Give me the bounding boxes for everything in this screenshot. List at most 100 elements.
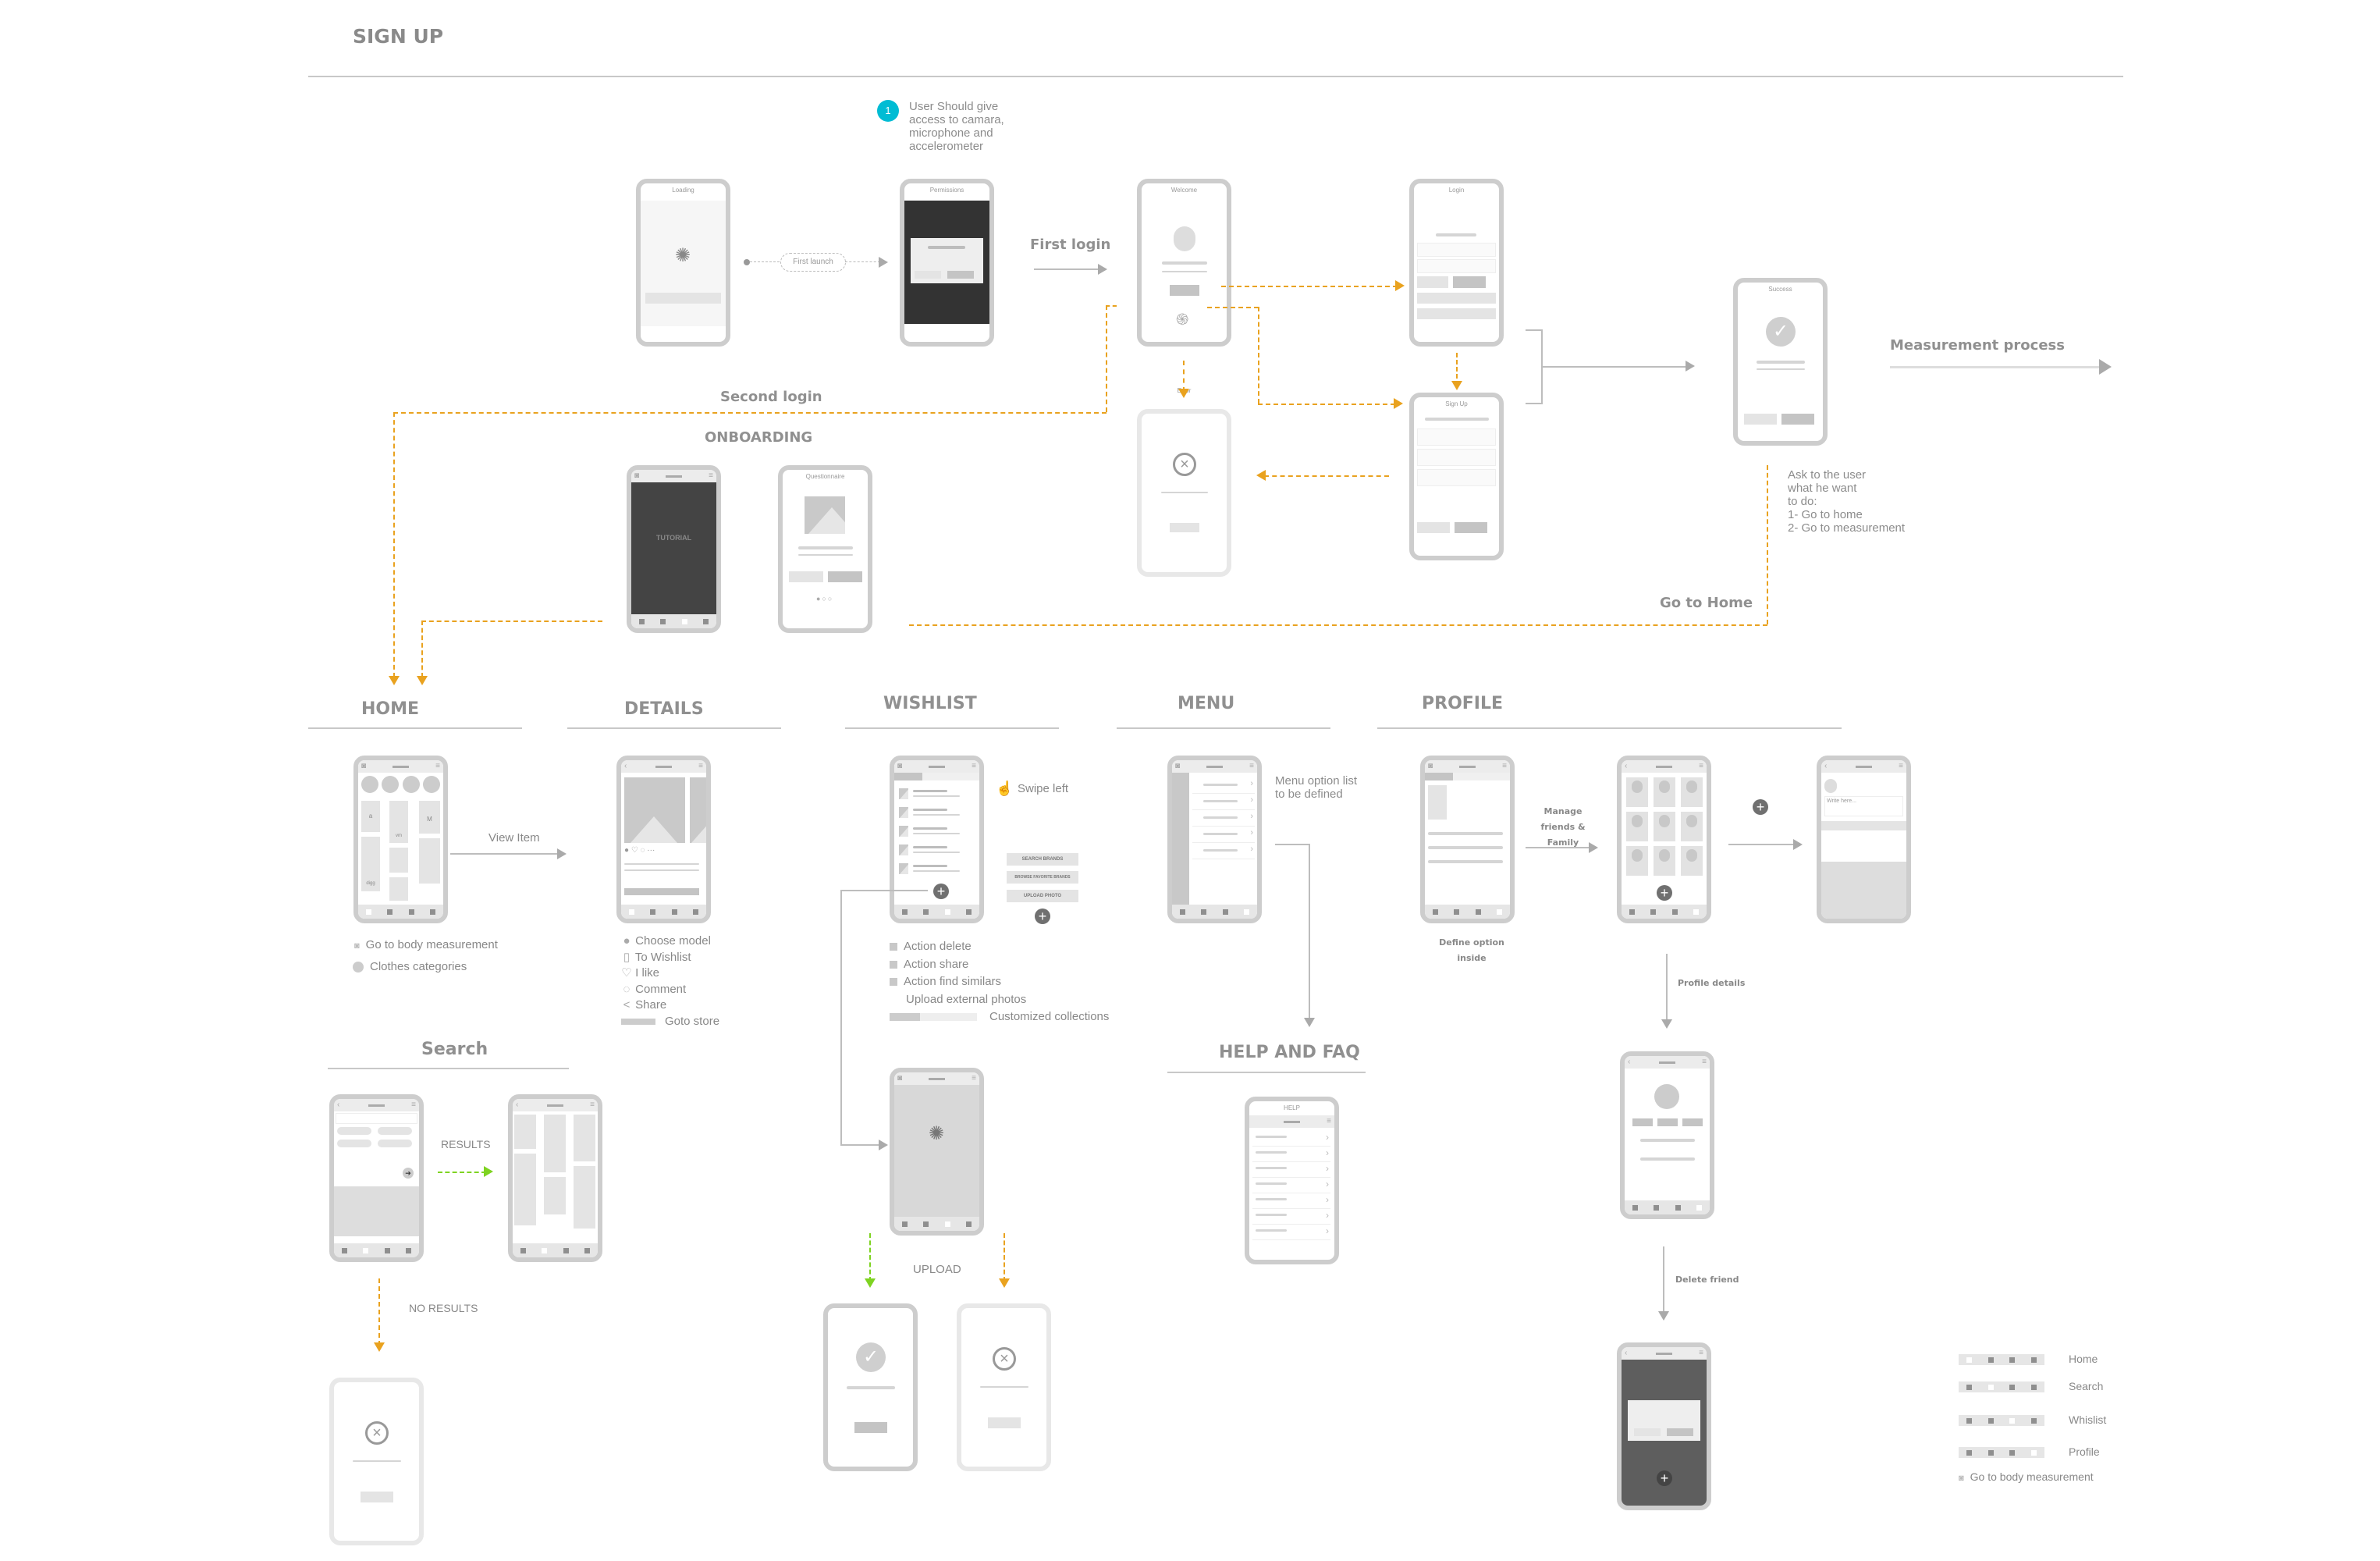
- settings-row[interactable]: [1428, 832, 1503, 835]
- faq-item[interactable]: ›: [1252, 1225, 1330, 1240]
- tab-icon[interactable]: [342, 1247, 348, 1253]
- tab-icon[interactable]: [520, 1247, 527, 1253]
- camera-icon[interactable]: ◙: [361, 762, 367, 770]
- deny-button[interactable]: [915, 271, 941, 279]
- camera-icon[interactable]: ◙: [1428, 762, 1433, 770]
- tab-icon[interactable]: [944, 909, 950, 915]
- product-tile[interactable]: [514, 1115, 536, 1149]
- camera-icon[interactable]: ◙: [1175, 762, 1181, 770]
- skip-button[interactable]: [789, 571, 823, 582]
- hamburger-icon[interactable]: ≡: [698, 762, 703, 770]
- menu-item[interactable]: ›: [1192, 810, 1255, 827]
- profile-tab-active[interactable]: [1425, 773, 1453, 780]
- hamburger-icon[interactable]: ≡: [972, 1074, 976, 1083]
- back-icon[interactable]: ‹: [1824, 762, 1828, 770]
- collection-tab-active[interactable]: [894, 773, 922, 780]
- continue-button[interactable]: [1170, 285, 1199, 296]
- friend-card[interactable]: [1654, 812, 1675, 841]
- menu-item[interactable]: ›: [1192, 827, 1255, 843]
- category-avatar[interactable]: [422, 776, 440, 793]
- tab-icon[interactable]: [1496, 909, 1502, 915]
- collection-tabs[interactable]: [894, 773, 979, 780]
- tab-icon[interactable]: [1696, 1204, 1702, 1211]
- hamburger-icon[interactable]: ≡: [590, 1101, 595, 1109]
- retry-button[interactable]: [361, 1492, 393, 1502]
- go-measure-button[interactable]: [1781, 414, 1814, 425]
- friends-row[interactable]: [1428, 846, 1503, 849]
- hamburger-icon[interactable]: ≡: [1249, 762, 1254, 770]
- tab-icon[interactable]: [1632, 1204, 1639, 1211]
- tab-icon[interactable]: [1675, 1204, 1681, 1211]
- page-dots[interactable]: ●○○: [816, 595, 834, 603]
- suggestion-chip[interactable]: [337, 1127, 371, 1135]
- tab-icon[interactable]: [387, 909, 393, 915]
- faq-item[interactable]: ›: [1252, 1162, 1330, 1178]
- name-field[interactable]: [1417, 428, 1496, 446]
- upload-photo-button[interactable]: UPLOAD PHOTO: [1007, 890, 1078, 902]
- tab-icon[interactable]: [692, 909, 698, 915]
- back-icon[interactable]: ‹: [1628, 1058, 1631, 1066]
- tab-icon[interactable]: [671, 909, 677, 915]
- keyboard[interactable]: [334, 1186, 419, 1236]
- next-button[interactable]: [828, 571, 862, 582]
- category-avatar[interactable]: [402, 776, 420, 793]
- tab-icon[interactable]: [384, 1247, 390, 1253]
- menu-item[interactable]: ›: [1192, 777, 1255, 794]
- product-tile[interactable]: [419, 838, 440, 884]
- menu-item[interactable]: ›: [1192, 794, 1255, 810]
- hamburger-icon[interactable]: ≡: [435, 762, 440, 770]
- tab-icon[interactable]: [1475, 909, 1481, 915]
- product-tile[interactable]: vm: [389, 801, 408, 843]
- tab-icon[interactable]: [965, 1221, 972, 1227]
- search-brands-button[interactable]: SEARCH BRANDS: [1007, 853, 1078, 866]
- hamburger-icon[interactable]: ≡: [411, 1101, 416, 1109]
- faq-item[interactable]: ›: [1252, 1178, 1330, 1193]
- search-input[interactable]: [336, 1113, 417, 1124]
- product-tile[interactable]: [574, 1166, 595, 1229]
- wishlist-item[interactable]: [899, 824, 977, 843]
- wishlist-item[interactable]: [899, 787, 977, 805]
- login-button[interactable]: [1453, 276, 1486, 288]
- friend-card[interactable]: [1681, 846, 1703, 876]
- options-row[interactable]: [1428, 860, 1503, 863]
- tab-icon[interactable]: [1243, 909, 1249, 915]
- friend-card[interactable]: [1654, 777, 1675, 807]
- hamburger-icon[interactable]: ≡: [1699, 762, 1703, 770]
- fingerprint-icon[interactable]: ֍: [1176, 311, 1189, 329]
- tab-icon[interactable]: [681, 618, 687, 624]
- tab-icon[interactable]: [1454, 909, 1460, 915]
- wishlist-item[interactable]: [899, 843, 977, 862]
- back-icon[interactable]: ‹: [624, 762, 627, 770]
- action-icons[interactable]: ● ♡ ◌ ···: [624, 846, 655, 855]
- email-field[interactable]: [1417, 243, 1496, 257]
- wishlist-item[interactable]: [899, 862, 977, 880]
- suggestion-chip[interactable]: [378, 1140, 412, 1147]
- camera-icon[interactable]: ◙: [897, 762, 903, 770]
- email-field[interactable]: [1417, 449, 1496, 466]
- back-icon[interactable]: ‹: [516, 1101, 519, 1109]
- camera-icon[interactable]: ◙: [634, 471, 640, 480]
- tab-icon[interactable]: [1222, 909, 1228, 915]
- hamburger-icon[interactable]: ≡: [1702, 1058, 1707, 1066]
- tab-icon[interactable]: [584, 1247, 590, 1253]
- password-field[interactable]: [1417, 469, 1496, 486]
- suggestion-chip[interactable]: [337, 1140, 371, 1147]
- google-login-button[interactable]: [1417, 293, 1496, 304]
- tab-icon[interactable]: [405, 1247, 411, 1253]
- suggestion-chip[interactable]: [378, 1127, 412, 1135]
- tab-icon[interactable]: [542, 1247, 548, 1253]
- tab-icon[interactable]: [1180, 909, 1186, 915]
- product-tile[interactable]: a: [361, 801, 380, 832]
- tab-icon[interactable]: [650, 909, 656, 915]
- search-go-button[interactable]: ➔: [403, 1168, 414, 1179]
- faq-item[interactable]: ›: [1252, 1193, 1330, 1209]
- friend-card[interactable]: [1681, 812, 1703, 841]
- location-bar[interactable]: [1821, 821, 1906, 830]
- category-avatar[interactable]: [361, 776, 378, 793]
- delete-button[interactable]: [1667, 1428, 1693, 1436]
- keyboard[interactable]: [1821, 862, 1906, 919]
- tab-icon[interactable]: [363, 1247, 369, 1253]
- facebook-login-button[interactable]: [1417, 308, 1496, 319]
- goto-store-button[interactable]: [624, 888, 699, 895]
- tab-icon[interactable]: [1201, 909, 1207, 915]
